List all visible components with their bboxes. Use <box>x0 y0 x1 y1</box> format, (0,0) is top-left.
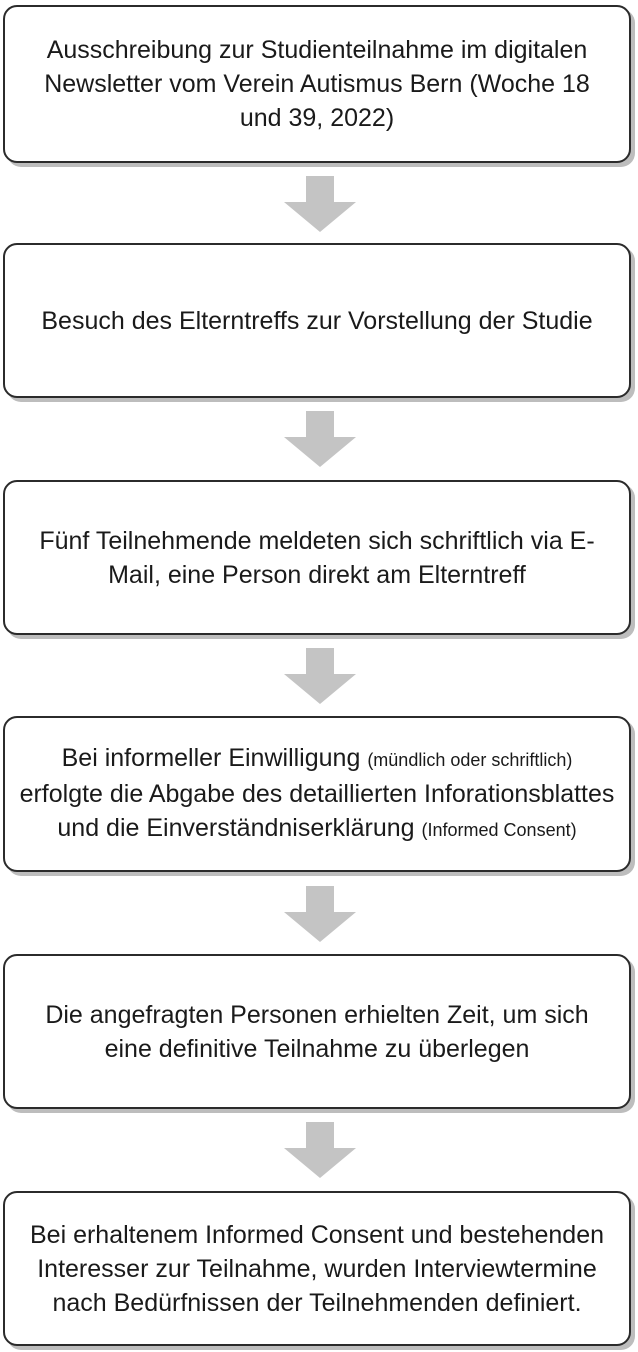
step-5-box: Die angefragten Personen erhielten Zeit,… <box>3 954 631 1109</box>
down-arrow-icon-svg <box>284 1122 356 1178</box>
down-arrow-icon-svg <box>284 176 356 232</box>
down-arrow-icon-svg <box>284 886 356 942</box>
down-arrow-icon <box>282 886 358 942</box>
down-arrow-icon <box>282 648 358 704</box>
down-arrow-icon <box>282 411 358 467</box>
step-1-box: Ausschreibung zur Studienteilnahme im di… <box>3 5 631 163</box>
step-4-part2: erfolgte die Abgabe des detaillierten In… <box>19 780 615 842</box>
down-arrow-icon <box>282 176 358 232</box>
down-arrow-icon-svg <box>284 411 356 467</box>
step-4-part1: Bei informeller Einwilligung <box>61 744 361 772</box>
step-4-part1-note: (mündlich oder schriftlich) <box>367 750 573 770</box>
step-4-part2-note: (Informed Consent) <box>421 820 577 840</box>
step-2-box: Besuch des Elterntreffs zur Vorstellung … <box>3 243 631 398</box>
step-4-text: Bei informeller Einwilligung (mündlich o… <box>17 741 617 847</box>
step-6-box: Bei erhaltenem Informed Consent und best… <box>3 1191 631 1346</box>
step-4-box: Bei informeller Einwilligung (mündlich o… <box>3 716 631 872</box>
step-6-text: Bei erhaltenem Informed Consent und best… <box>30 1220 604 1317</box>
step-3-box: Fünf Teilnehmende meldeten sich schriftl… <box>3 480 631 635</box>
step-3-text: Fünf Teilnehmende meldeten sich schriftl… <box>39 526 595 589</box>
down-arrow-icon-svg <box>284 648 356 704</box>
step-2-text: Besuch des Elterntreffs zur Vorstellung … <box>41 306 593 335</box>
step-1-text: Ausschreibung zur Studienteilnahme im di… <box>44 36 590 132</box>
step-5-text: Die angefragten Personen erhielten Zeit,… <box>45 1000 589 1063</box>
down-arrow-icon <box>282 1122 358 1178</box>
